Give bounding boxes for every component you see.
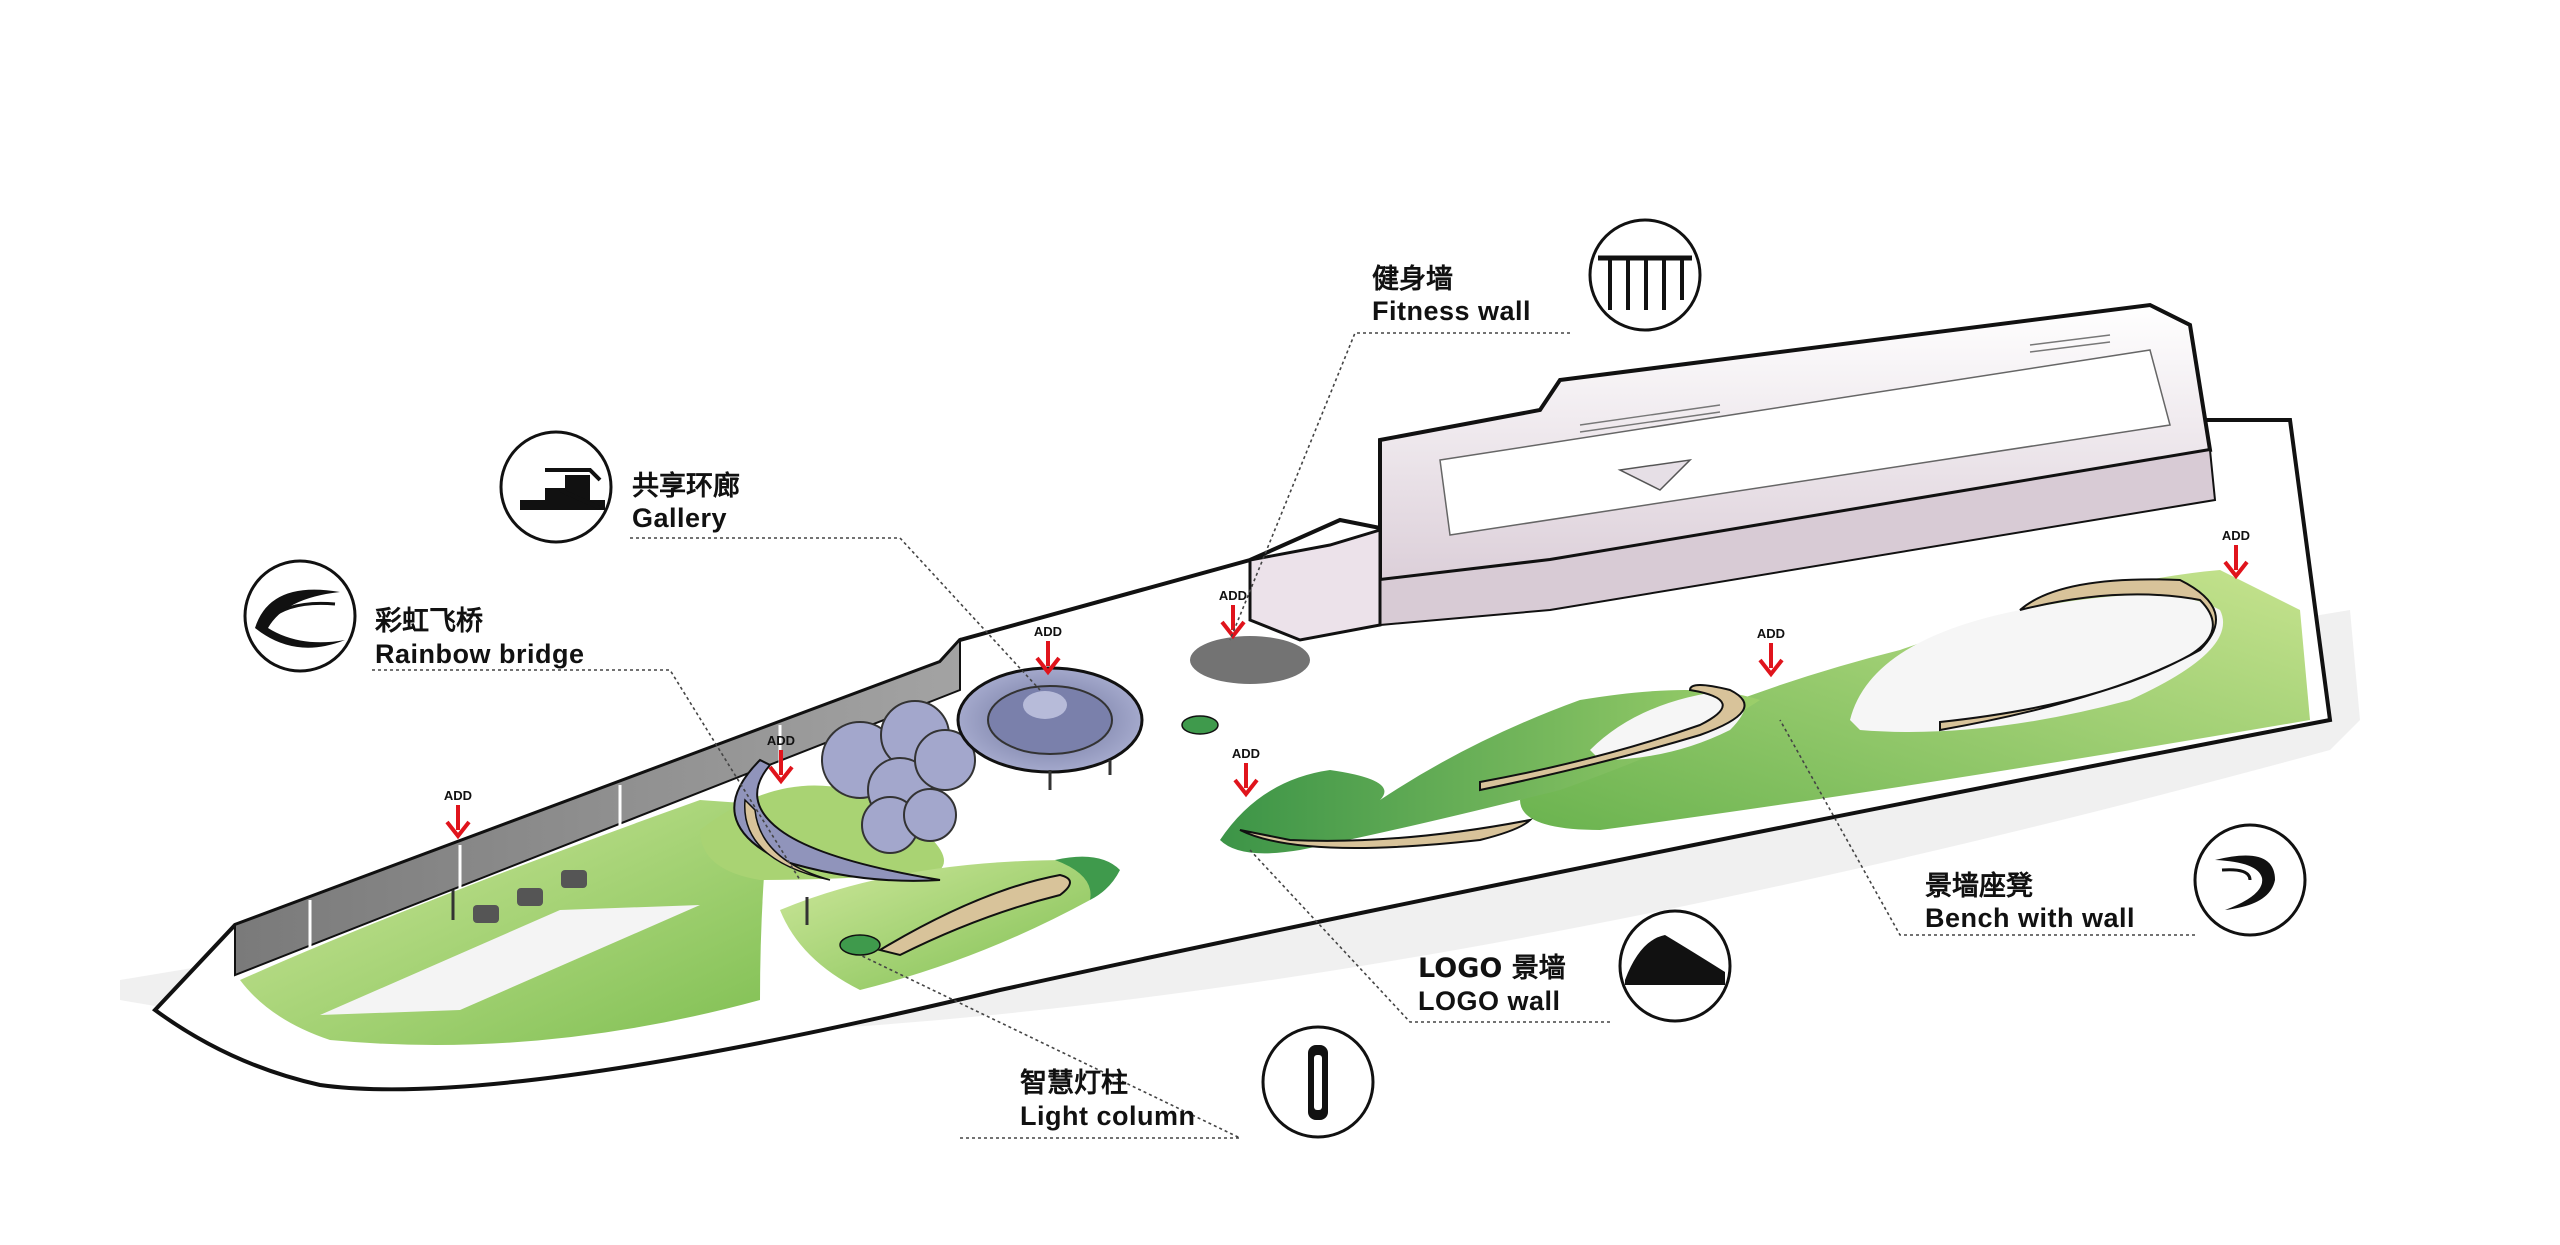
add-marker: ADD [1219,588,1247,640]
rainbow-bridge-icon [243,559,357,673]
rainbow-bridge-label-en: Rainbow bridge [375,639,585,669]
building-annex [1248,527,1382,642]
bench-curve-south [877,873,1071,957]
rainbow-bridge-label-zh: 彩虹飞桥 [375,606,483,637]
callout-rainbow-bridge: 彩虹飞桥 Rainbow bridge [243,559,585,673]
add-marker: ADD [444,788,472,840]
lawn-accent [1055,856,1120,900]
add-marker: ADD [1034,624,1062,676]
add-marker-label: ADD [1232,746,1260,761]
fitness-wall-icon [1588,218,1702,332]
light-column-icon [1261,1025,1375,1139]
add-marker: ADD [1232,746,1260,798]
add-markers: ADD ADD ADD ADD ADD ADD ADD [444,528,2250,840]
add-arrow-head [1758,658,1784,678]
logo-wall-label-zh: LOGO 景墙 [1418,953,1566,984]
bench-wall-icon [2193,823,2307,937]
circular-gallery [956,666,1144,790]
callout-fitness-wall: 健身墙 Fitness wall [1372,218,1702,332]
add-arrow-head [1220,620,1246,640]
rainbow-bridge [733,758,941,882]
gallery-canopy [821,700,976,854]
logo-wall [1239,818,1534,849]
main-building [1378,302,2217,627]
gallery-label-zh: 共享环廊 [632,470,740,502]
add-arrow-head [1035,656,1061,676]
logo-wall-icon [1618,909,1732,1023]
planter-drum [839,934,881,956]
add-marker-label: ADD [1757,626,1785,641]
add-marker-label: ADD [2222,528,2250,543]
lawn-center-oval [1590,690,1745,760]
light-column-label-en: Light column [1020,1101,1195,1131]
light-column-label-zh: 智慧灯柱 [1020,1068,1128,1099]
bench-with-wall-east [1939,578,2217,732]
boundary-wall [234,637,961,977]
callout-logo-wall: LOGO 景墙 LOGO wall [1418,909,1732,1023]
add-arrow-head [1233,778,1259,798]
leader-lines [372,332,2195,1139]
rainbow-bridge-wood [744,798,831,881]
lawn-west [240,800,770,1045]
add-marker: ADD [1757,626,1785,678]
logo-wall-label-en: LOGO wall [1418,986,1561,1016]
add-marker-label: ADD [444,788,472,803]
light-columns [451,890,809,925]
add-arrow-head [2223,560,2249,580]
plaza-pond [1190,636,1310,684]
add-marker: ADD [767,733,795,785]
bench-with-wall-center [1479,684,1746,792]
callout-bench-with-wall: 景墙座凳 Bench with wall [1925,823,2307,937]
callout-gallery: 共享环廊 Gallery [499,430,740,544]
plaza-planter [1181,715,1219,735]
fitness-wall-label-zh: 健身墙 [1372,263,1453,295]
callout-light-column: 智慧灯柱 Light column [1020,1025,1375,1139]
fitness-wall-label-en: Fitness wall [1372,296,1531,326]
bench-wall-label-zh: 景墙座凳 [1925,870,2033,902]
add-marker-label: ADD [1219,588,1247,603]
add-marker-label: ADD [1034,624,1062,639]
add-marker-label: ADD [767,733,795,748]
add-arrow-head [445,820,471,840]
paved-strip [320,905,700,1015]
lawn-east-paving-oval [1850,595,2224,732]
bench-wall-label-en: Bench with wall [1925,903,2135,933]
add-arrow-head [768,765,794,785]
gallery-icon [499,430,613,544]
parked-cars [473,870,587,923]
add-marker: ADD [2222,528,2250,580]
gallery-label-en: Gallery [632,503,727,533]
